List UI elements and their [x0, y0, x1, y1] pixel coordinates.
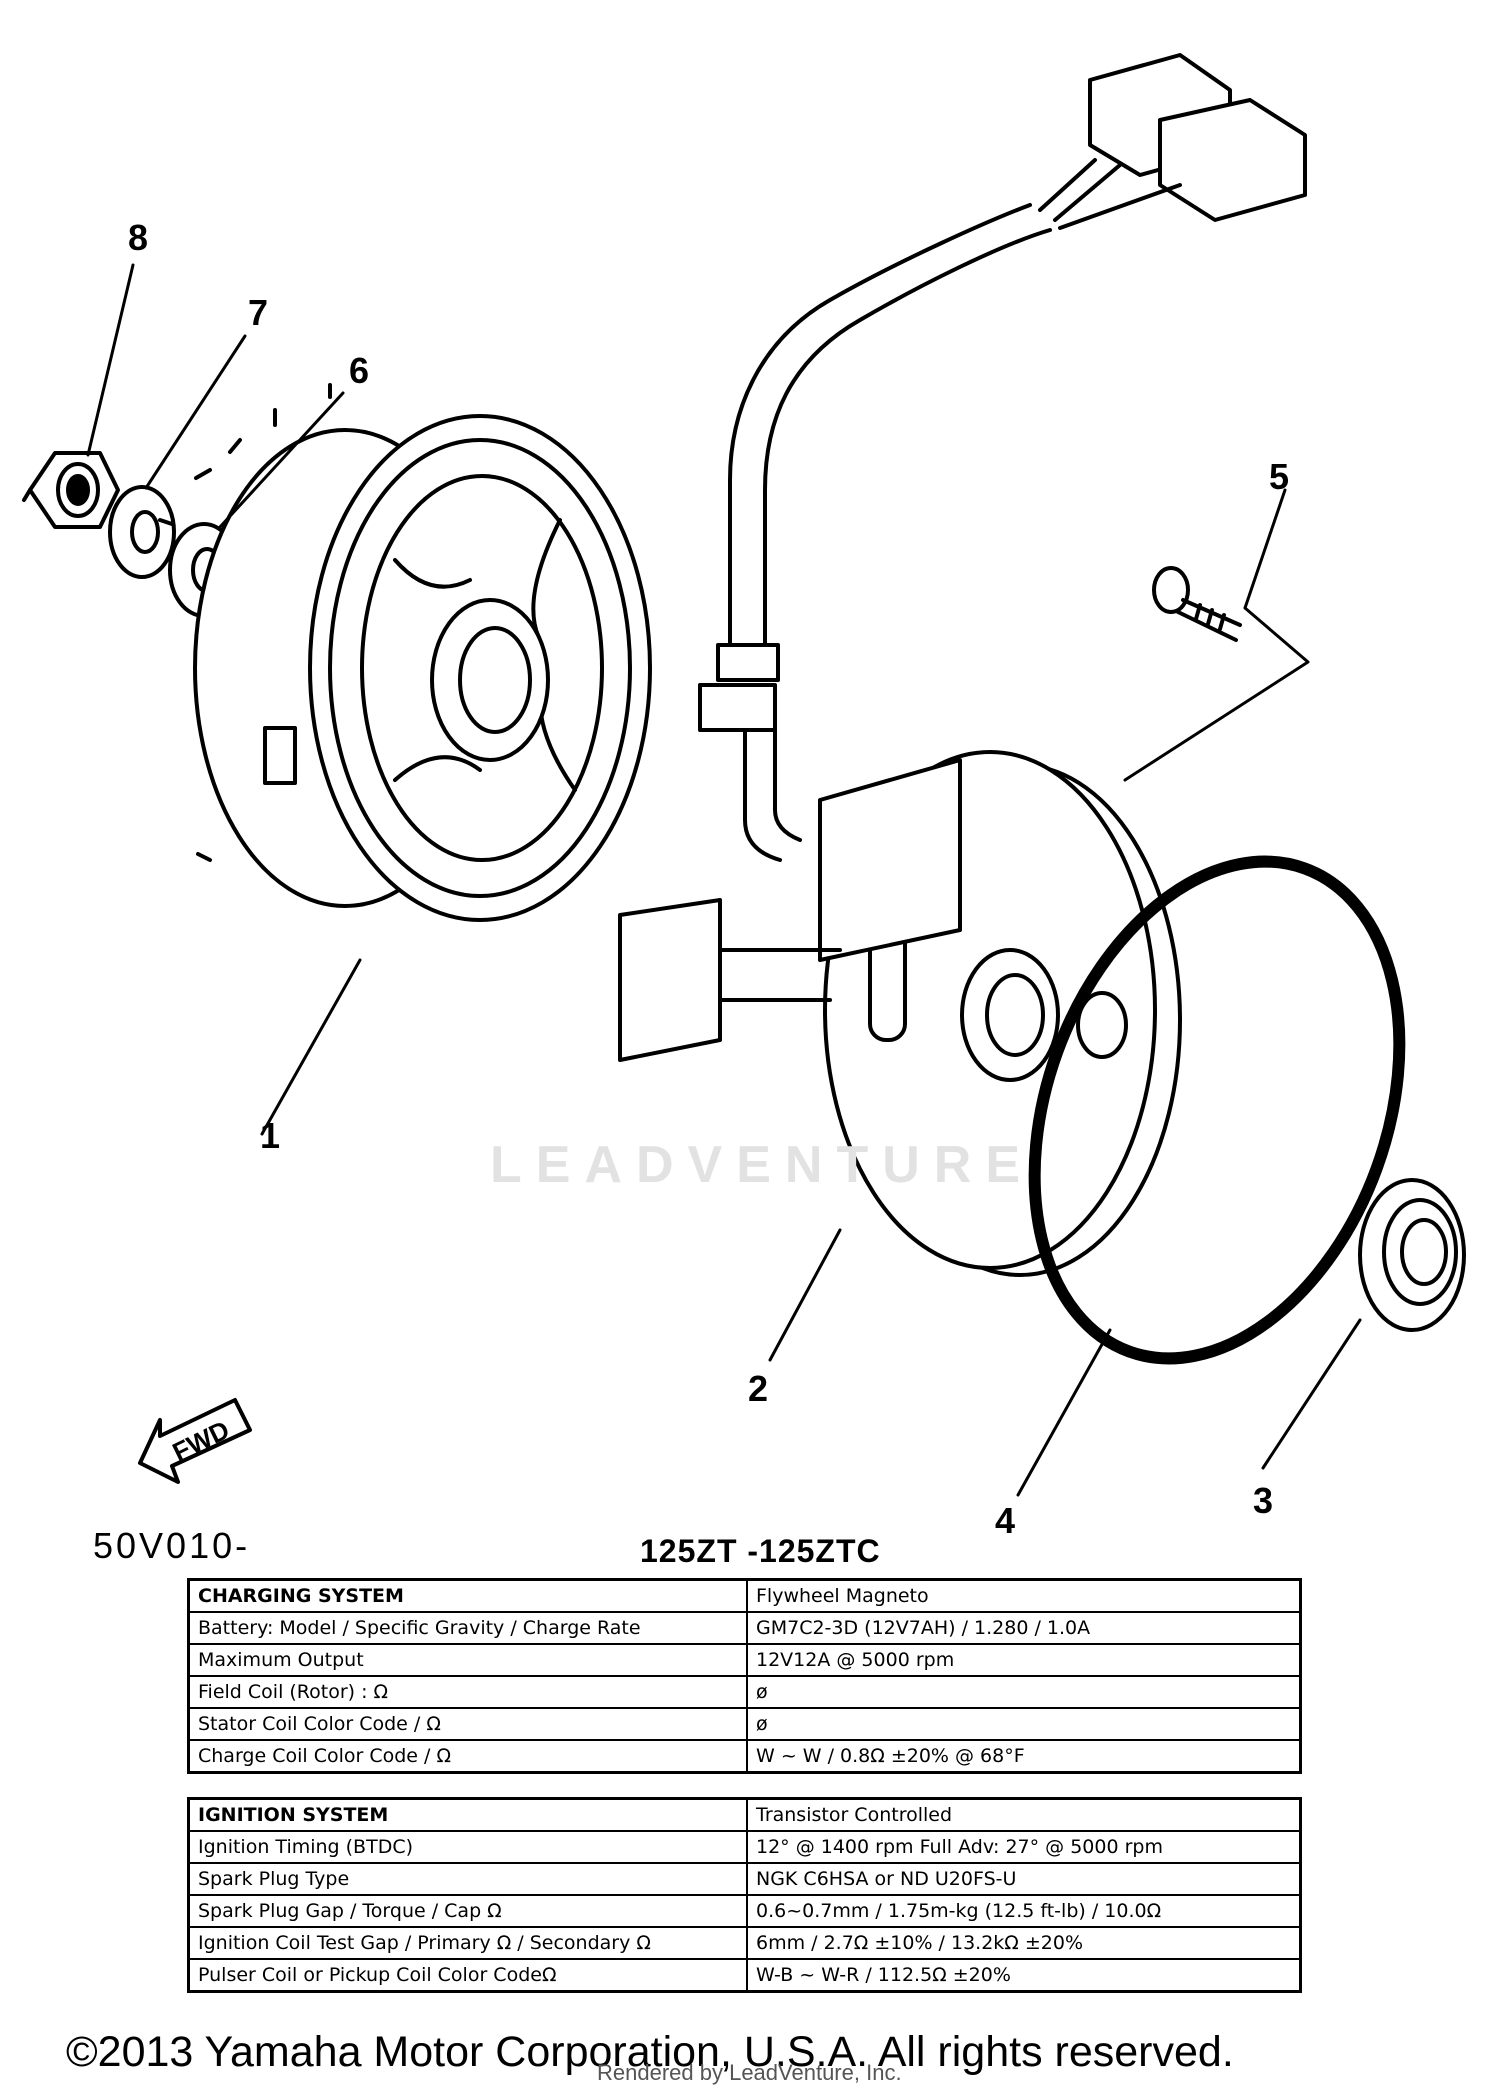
ignition-system-table: Ignition System Transistor Controlled Ig… [187, 1797, 1302, 1993]
callout-7: 7 [248, 292, 269, 333]
part-oil-seal [1358, 1178, 1466, 1332]
table-row: Spark Plug Gap / Torque / Cap Ω 0.6~0.7m… [187, 1894, 1302, 1928]
table-row: Ignition System Transistor Controlled [187, 1797, 1302, 1832]
table-row: Charge Coil Color Code / Ω W ~ W / 0.8Ω … [187, 1739, 1302, 1774]
spec-value: 6mm / 2.7Ω ±10% / 13.2kΩ ±20% [746, 1926, 1302, 1960]
spec-label: Battery: Model / Specific Gravity / Char… [187, 1611, 748, 1645]
callout-1: 1 [260, 1115, 281, 1156]
callout-8: 8 [128, 217, 149, 258]
part-stator-assembly [618, 53, 1307, 1277]
spec-label: Field Coil (Rotor) : Ω [187, 1675, 748, 1709]
callout-6: 6 [349, 350, 370, 391]
leader-lines [86, 263, 1362, 1497]
spec-value: Flywheel Magneto [746, 1578, 1302, 1613]
spec-value: W-B ~ W-R / 112.5Ω ±20% [746, 1958, 1302, 1993]
spec-value: 12V12A @ 5000 rpm [746, 1643, 1302, 1677]
spec-value: NGK C6HSA or ND U20FS-U [746, 1862, 1302, 1896]
spec-label: Charge Coil Color Code / Ω [187, 1739, 748, 1774]
spec-value: ø [746, 1707, 1302, 1741]
charging-system-table: Charging System Flywheel Magneto Battery… [187, 1578, 1302, 1774]
part-lock-washer [108, 485, 176, 579]
spec-label: Charging System [187, 1578, 748, 1613]
table-row: Field Coil (Rotor) : Ω ø [187, 1675, 1302, 1709]
watermark: LEADVENTURE [490, 1136, 1035, 1194]
model-title: 125ZT -125ZTC [640, 1533, 881, 1569]
spec-value: 12° @ 1400 rpm Full Adv: 27° @ 5000 rpm [746, 1830, 1302, 1864]
spec-label: Maximum Output [187, 1643, 748, 1677]
callout-2: 2 [748, 1368, 769, 1409]
spec-value: GM7C2-3D (12V7AH) / 1.280 / 1.0A [746, 1611, 1302, 1645]
spec-value: 0.6~0.7mm / 1.75m-kg (12.5 ft-lb) / 10.0… [746, 1894, 1302, 1928]
part-flywheel-rotor [193, 383, 652, 922]
spec-label: Pulser Coil or Pickup Coil Color CodeΩ [187, 1958, 748, 1993]
fwd-direction-arrow: FWD [138, 1398, 252, 1484]
table-row: Battery: Model / Specific Gravity / Char… [187, 1611, 1302, 1645]
spec-value: W ~ W / 0.8Ω ±20% @ 68°F [746, 1739, 1302, 1774]
part-o-ring [1028, 855, 1406, 1365]
callout-3: 3 [1253, 1480, 1274, 1521]
callout-4: 4 [995, 1500, 1016, 1541]
table-row: Charging System Flywheel Magneto [187, 1578, 1302, 1613]
table-row: Ignition Timing (BTDC) 12° @ 1400 rpm Fu… [187, 1830, 1302, 1864]
table-row: Stator Coil Color Code / Ω ø [187, 1707, 1302, 1741]
spec-label: Ignition Coil Test Gap / Primary Ω / Sec… [187, 1926, 748, 1960]
callout-5: 5 [1269, 456, 1290, 497]
table-row: Maximum Output 12V12A @ 5000 rpm [187, 1643, 1302, 1677]
table-row: Pulser Coil or Pickup Coil Color CodeΩ W… [187, 1958, 1302, 1993]
table-row: Ignition Coil Test Gap / Primary Ω / Sec… [187, 1926, 1302, 1960]
spec-label: Stator Coil Color Code / Ω [187, 1707, 748, 1741]
rendered-by-note: Rendered by LeadVenture, Inc. [597, 2060, 902, 2085]
part-screw [1152, 566, 1242, 642]
spec-label: Ignition Timing (BTDC) [187, 1830, 748, 1864]
spec-value: Transistor Controlled [746, 1797, 1302, 1832]
spec-label: Ignition System [187, 1797, 748, 1832]
spec-value: ø [746, 1675, 1302, 1709]
spec-label: Spark Plug Type [187, 1862, 748, 1896]
table-row: Spark Plug Type NGK C6HSA or ND U20FS-U [187, 1862, 1302, 1896]
drawing-code: 50V010- [93, 1525, 251, 1566]
exploded-parts-diagram: FWD [22, 53, 1466, 1497]
part-nut [22, 451, 120, 529]
spec-label: Spark Plug Gap / Torque / Cap Ω [187, 1894, 748, 1928]
copyright-notice: ©2013 Yamaha Motor Corporation, U.S.A. A… [66, 2028, 1234, 2076]
